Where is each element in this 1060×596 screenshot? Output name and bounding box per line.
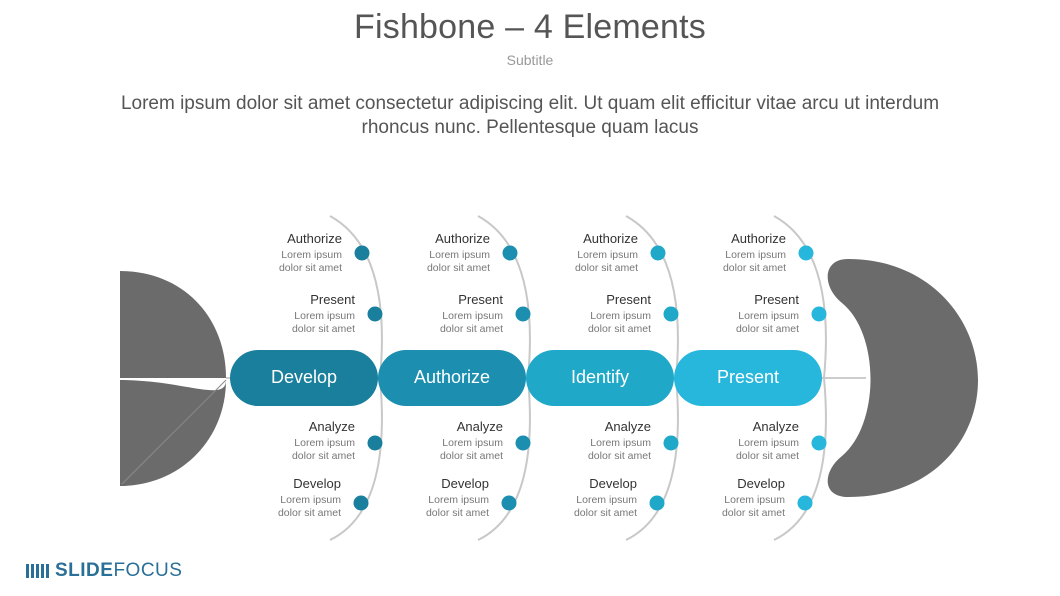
bullet-dot	[811, 306, 827, 322]
brand-logo: SLIDE FOCUS	[26, 560, 182, 582]
fish-tail-vein	[121, 379, 227, 485]
bullet-dot	[811, 435, 827, 451]
sub-item-text: Lorem ipsum dolor sit amet	[277, 494, 341, 519]
bullet-dot	[501, 495, 517, 511]
sub-item-text: Lorem ipsum dolor sit amet	[439, 310, 503, 335]
sub-item-title: Develop	[293, 476, 341, 491]
bullet-dot	[515, 435, 531, 451]
bullet-dot	[797, 495, 813, 511]
bullet-dot	[650, 245, 666, 261]
logo-bars-icon	[26, 564, 49, 578]
bullet-dot	[663, 435, 679, 451]
page-subtitle: Subtitle	[506, 52, 554, 68]
sub-item-text: Lorem ipsum dolor sit amet	[426, 249, 490, 274]
sub-item-text: Lorem ipsum dolor sit amet	[278, 249, 342, 274]
bullet-dot	[354, 245, 370, 261]
element-pill	[230, 350, 378, 406]
sub-item-text: Lorem ipsum dolor sit amet	[291, 437, 355, 462]
fish-tail-top	[120, 271, 226, 378]
page-description: Lorem ipsum dolor sit amet consectetur a…	[120, 93, 940, 138]
sub-item-title: Develop	[441, 476, 489, 491]
sub-item-title: Analyze	[456, 419, 503, 434]
sub-item-title: Authorize	[287, 231, 342, 246]
element-pill	[526, 350, 674, 406]
sub-item-text: Lorem ipsum dolor sit amet	[291, 310, 355, 335]
bullet-dot	[367, 306, 383, 322]
sub-item-text: Lorem ipsum dolor sit amet	[573, 494, 637, 519]
sub-item-title: Develop	[737, 476, 785, 491]
sub-item-text: Lorem ipsum dolor sit amet	[722, 249, 786, 274]
bullet-dot	[353, 495, 369, 511]
element-pill	[378, 350, 526, 406]
sub-item-text: Lorem ipsum dolor sit amet	[735, 310, 799, 335]
sub-item-text: Lorem ipsum dolor sit amet	[587, 437, 651, 462]
bullet-dot	[798, 245, 814, 261]
sub-item-title: Present	[606, 292, 651, 307]
page-title: Fishbone – 4 Elements	[354, 8, 706, 46]
sub-item-title: Present	[310, 292, 355, 307]
fish-head	[827, 259, 978, 497]
sub-item-title: Present	[754, 292, 799, 307]
sub-item-title: Present	[458, 292, 503, 307]
element-label: Identify	[570, 367, 630, 387]
sub-item-title: Analyze	[752, 419, 799, 434]
sub-item-text: Lorem ipsum dolor sit amet	[735, 437, 799, 462]
sub-item-title: Develop	[589, 476, 637, 491]
sub-item-title: Analyze	[604, 419, 651, 434]
sub-item-text: Lorem ipsum dolor sit amet	[574, 249, 638, 274]
sub-item-title: Analyze	[308, 419, 355, 434]
bullet-dot	[367, 435, 383, 451]
element-pill	[674, 350, 822, 406]
bullet-dot	[649, 495, 665, 511]
sub-item-title: Authorize	[435, 231, 490, 246]
logo-text-light: FOCUS	[113, 560, 183, 581]
bullet-dot	[502, 245, 518, 261]
element-label: Authorize	[413, 367, 491, 387]
sub-item-text: Lorem ipsum dolor sit amet	[587, 310, 651, 335]
sub-item-text: Lorem ipsum dolor sit amet	[425, 494, 489, 519]
element-label: Present	[716, 367, 780, 387]
logo-text-bold: SLIDE	[55, 560, 114, 581]
sub-item-text: Lorem ipsum dolor sit amet	[439, 437, 503, 462]
sub-item-title: Authorize	[583, 231, 638, 246]
bullet-dot	[663, 306, 679, 322]
element-label: Develop	[270, 367, 338, 387]
sub-item-text: Lorem ipsum dolor sit amet	[721, 494, 785, 519]
bullet-dot	[515, 306, 531, 322]
sub-item-title: Authorize	[731, 231, 786, 246]
